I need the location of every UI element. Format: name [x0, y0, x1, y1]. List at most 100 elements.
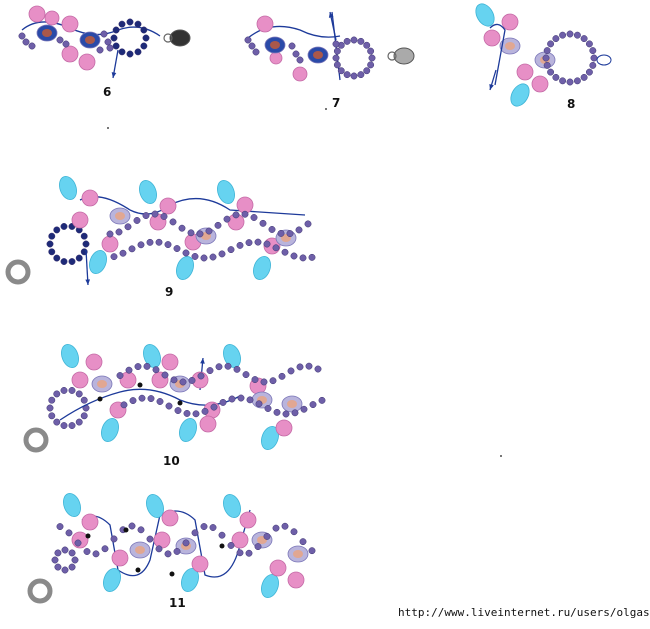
seed-bead	[273, 408, 281, 416]
seed-bead	[228, 395, 236, 403]
seed-bead	[278, 372, 286, 380]
seed-bead	[137, 241, 145, 249]
knot-bead	[177, 400, 183, 406]
seed-bead	[118, 20, 126, 28]
blue-drop	[101, 417, 119, 443]
jump-ring	[23, 427, 49, 453]
seed-bead	[589, 47, 597, 55]
step-label-7: 7	[332, 96, 341, 110]
seed-bead	[165, 402, 173, 410]
seed-bead	[128, 245, 136, 253]
pink-pearl	[275, 419, 293, 437]
seed-bead	[552, 35, 560, 43]
seed-bead	[260, 378, 268, 386]
seed-bead	[201, 407, 209, 415]
seed-bead	[248, 42, 256, 50]
knot-bead	[85, 533, 91, 539]
seed-bead	[65, 529, 73, 537]
seed-bead	[126, 50, 134, 58]
seed-bead	[218, 531, 226, 539]
seed-bead	[559, 31, 567, 39]
seed-bead	[188, 377, 196, 384]
seed-bead	[209, 253, 217, 261]
seed-bead	[263, 532, 271, 540]
seed-bead	[286, 230, 294, 238]
seed-bead	[580, 73, 588, 81]
stray-dot	[107, 127, 109, 129]
seed-bead	[192, 410, 200, 418]
seed-bead	[232, 211, 240, 219]
blue-drop	[139, 179, 157, 205]
arrow-head	[111, 72, 117, 78]
pink-pearl	[161, 509, 179, 527]
step-label-10: 10	[163, 454, 180, 468]
pink-pearl	[71, 211, 89, 229]
seed-bead	[245, 239, 253, 247]
seed-bead	[200, 523, 208, 530]
crystal-core	[97, 380, 107, 388]
pink-pearl	[292, 66, 308, 82]
credit-url: http://www.liveinternet.ru/users/olgashv…	[398, 606, 650, 619]
seed-bead	[48, 396, 56, 404]
seed-bead	[368, 54, 376, 62]
pink-pearl	[78, 53, 96, 71]
blue-drop	[261, 425, 279, 451]
seed-bead	[134, 363, 142, 371]
seed-bead	[80, 396, 88, 404]
crystal-core	[115, 212, 125, 220]
seed-bead	[160, 213, 168, 220]
seed-bead	[200, 254, 208, 262]
blue-drop	[223, 493, 241, 519]
seed-bead	[147, 395, 155, 403]
arrow-head	[489, 84, 494, 90]
seed-bead	[143, 362, 151, 370]
pink-pearl	[269, 559, 287, 577]
seed-bead	[151, 210, 159, 218]
seed-bead	[282, 410, 290, 418]
seed-bead	[71, 556, 79, 564]
crystal-core	[293, 550, 303, 558]
seed-bead	[589, 61, 597, 69]
seed-bead	[46, 240, 54, 248]
seed-bead	[116, 372, 124, 379]
seed-bead	[134, 20, 142, 28]
seed-bead	[308, 547, 316, 555]
blue-drop	[63, 492, 81, 518]
thread-path	[489, 23, 506, 86]
seed-bead	[106, 44, 114, 52]
seed-bead	[173, 548, 181, 555]
pink-pearl	[111, 549, 129, 567]
seed-bead	[142, 212, 150, 220]
seed-bead	[363, 67, 371, 75]
seed-bead	[112, 42, 120, 50]
seed-bead	[110, 253, 118, 261]
seed-bead	[183, 410, 191, 417]
blue-drop	[59, 175, 77, 201]
seed-bead	[547, 68, 555, 76]
seed-bead	[53, 226, 61, 234]
seed-bead	[337, 67, 345, 75]
blue-drop	[253, 255, 271, 281]
seed-bead	[246, 396, 254, 404]
seed-bead	[308, 253, 316, 261]
seed-bead	[62, 40, 70, 48]
step-label-6: 6	[103, 85, 112, 99]
seed-bead	[156, 398, 164, 405]
pink-pearl	[159, 197, 177, 215]
seed-bead	[61, 546, 69, 554]
seed-bead	[209, 524, 217, 531]
crystal-core	[313, 51, 323, 59]
seed-bead	[119, 249, 127, 257]
pink-pearl	[199, 415, 217, 433]
blue-drop	[61, 343, 79, 369]
seed-bead	[241, 210, 249, 218]
seed-bead	[120, 401, 128, 409]
seed-bead	[295, 226, 303, 234]
seed-bead	[264, 405, 272, 412]
seed-bead	[288, 42, 296, 50]
seed-bead	[75, 390, 83, 398]
seed-bead	[60, 387, 68, 394]
pink-pearl	[231, 531, 249, 549]
crystal-core	[287, 400, 297, 408]
